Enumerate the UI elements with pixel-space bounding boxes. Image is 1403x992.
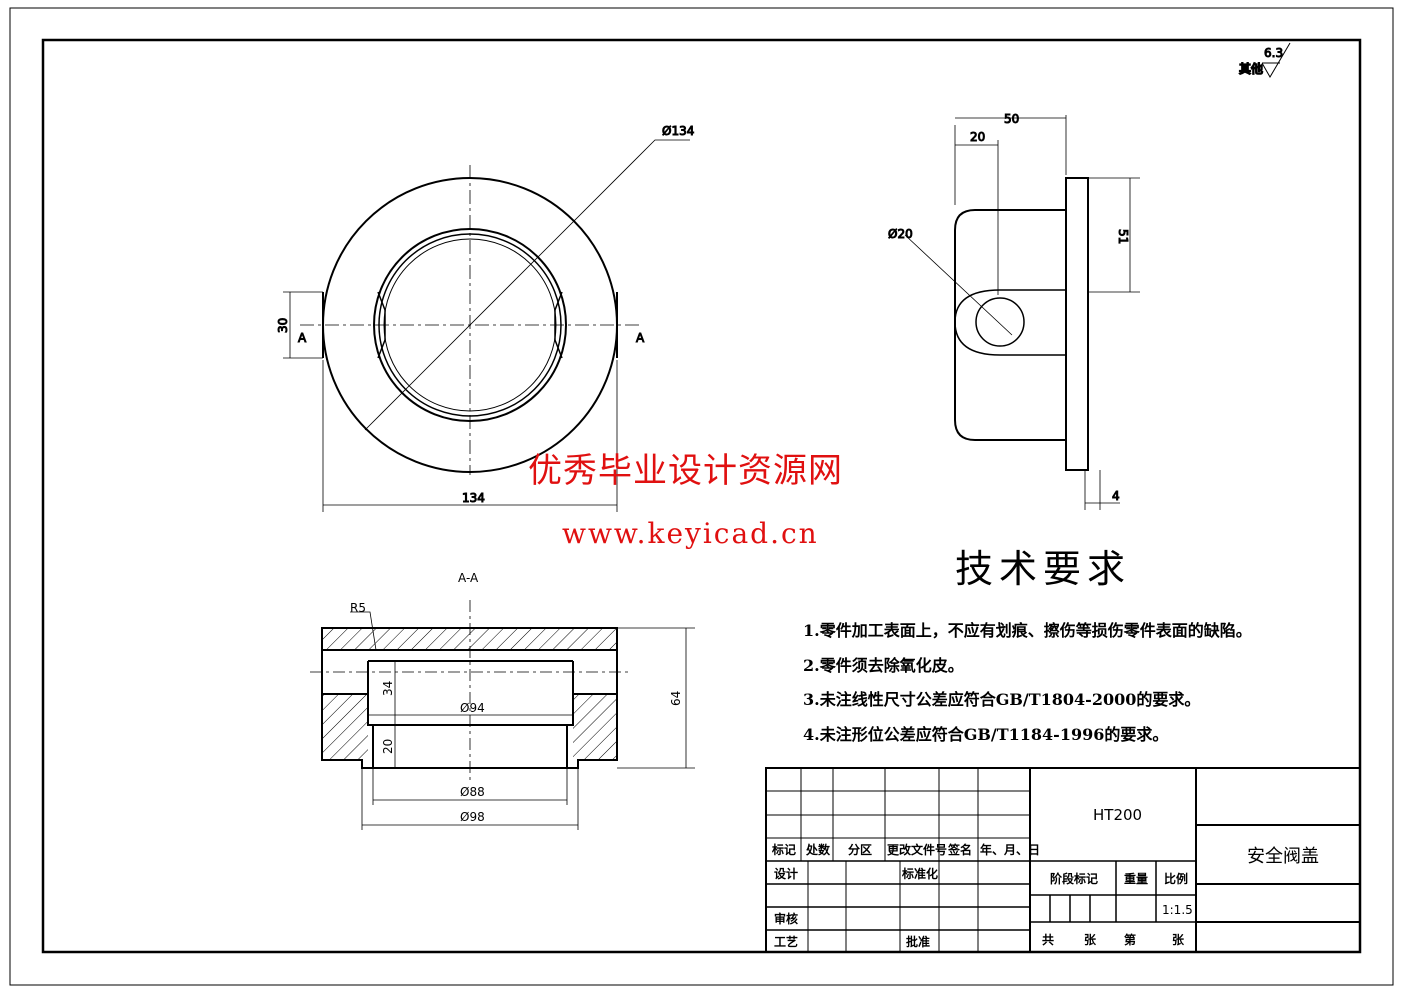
svg-text:共: 共 xyxy=(1042,932,1054,947)
inner-frame xyxy=(41,38,1362,954)
svg-text:Ø88: Ø88 xyxy=(460,785,485,799)
svg-text:分区: 分区 xyxy=(848,842,872,857)
svg-text:134: 134 xyxy=(462,491,485,505)
svg-text:比例: 比例 xyxy=(1164,871,1188,886)
title-block: 标记 处数 分区 更改文件号 签名 年、月、日 设计 标准化 审核 工艺 批准 … xyxy=(765,767,1361,953)
svg-text:HT200: HT200 xyxy=(1093,806,1142,824)
section-view: A-A R5 34 Ø94 20 Ø88 Ø98 64 xyxy=(310,571,695,830)
svg-text:51: 51 xyxy=(1116,229,1130,244)
requirements-title: 技术要求 xyxy=(955,547,1132,591)
svg-text:安全阀盖: 安全阀盖 xyxy=(1247,846,1319,867)
svg-text:审核: 审核 xyxy=(774,911,798,926)
svg-text:第: 第 xyxy=(1124,932,1136,947)
svg-text:阶段标记: 阶段标记 xyxy=(1050,871,1098,886)
svg-text:年、月、日: 年、月、日 xyxy=(980,842,1040,857)
svg-text:工艺: 工艺 xyxy=(774,934,798,949)
svg-text:标记: 标记 xyxy=(771,842,796,857)
svg-text:重量: 重量 xyxy=(1124,871,1148,886)
svg-text:Ø20: Ø20 xyxy=(888,227,913,241)
svg-text:64: 64 xyxy=(669,691,683,706)
side-view: 50 20 Ø20 51 4 xyxy=(888,112,1140,510)
svg-text:A: A xyxy=(636,331,645,345)
outer-border xyxy=(9,7,1394,986)
svg-text:34: 34 xyxy=(381,681,395,696)
svg-text:更改文件号: 更改文件号 xyxy=(887,842,947,857)
svg-text:Ø94: Ø94 xyxy=(460,701,485,715)
svg-text:20: 20 xyxy=(970,130,985,144)
svg-text:R5: R5 xyxy=(350,601,366,615)
svg-text:张: 张 xyxy=(1084,932,1097,947)
requirement-item: 4.未注形位公差应符合GB/T1184-1996的要求。 xyxy=(803,725,1169,744)
svg-text:批准: 批准 xyxy=(906,934,930,949)
svg-text:处数: 处数 xyxy=(805,842,831,857)
requirement-item: 2.零件须去除氧化皮。 xyxy=(803,656,964,675)
svg-text:20: 20 xyxy=(381,739,395,754)
svg-text:签名: 签名 xyxy=(947,842,972,857)
svg-text:张: 张 xyxy=(1172,932,1185,947)
svg-text:1:1.5: 1:1.5 xyxy=(1162,903,1193,917)
watermark-url: www.keyicad.cn xyxy=(562,517,819,550)
roughness-symbol: 6.3 其他 xyxy=(1239,42,1291,78)
watermark-title: 优秀毕业设计资源网 xyxy=(528,451,843,491)
svg-text:50: 50 xyxy=(1004,112,1019,126)
svg-text:Ø134: Ø134 xyxy=(662,124,694,138)
svg-text:设计: 设计 xyxy=(774,866,798,881)
requirement-item: 1.零件加工表面上，不应有划痕、擦伤等损伤零件表面的缺陷。 xyxy=(803,621,1252,640)
svg-text:6.3: 6.3 xyxy=(1264,46,1283,60)
svg-text:其他: 其他 xyxy=(1239,61,1263,76)
svg-text:30: 30 xyxy=(276,318,290,333)
front-view: Ø134 134 30 A A xyxy=(276,124,695,512)
svg-text:标准化: 标准化 xyxy=(901,866,938,881)
svg-text:Ø98: Ø98 xyxy=(460,810,485,824)
svg-text:A-A: A-A xyxy=(458,571,479,585)
svg-text:4: 4 xyxy=(1112,489,1120,503)
svg-text:A: A xyxy=(298,331,307,345)
requirement-item: 3.未注线性尺寸公差应符合GB/T1804-2000的要求。 xyxy=(803,690,1201,709)
